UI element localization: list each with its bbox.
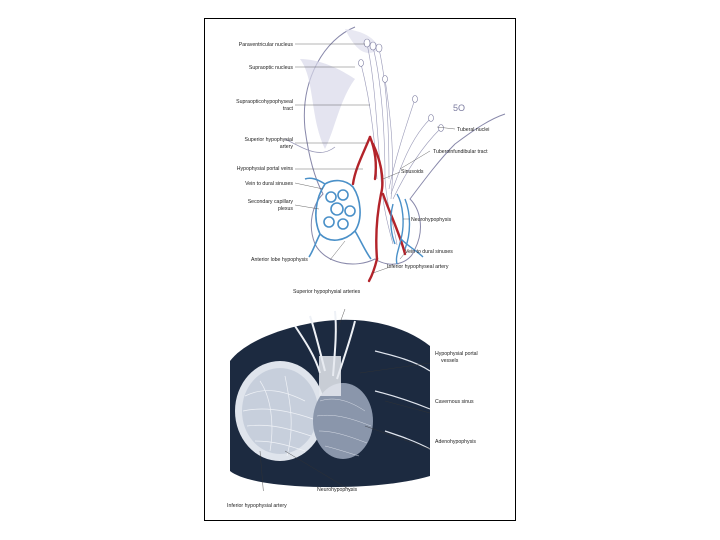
label-supraoptic: Supraoptic nucleus xyxy=(207,65,293,71)
photo-label-adenohypophysis: Adenohypophysis xyxy=(435,439,476,445)
brain-shading xyxy=(300,59,355,149)
photo-label-inferior-hyp: Inferior hypophysial artery xyxy=(227,503,287,509)
label-sinusoids: Sinusoids xyxy=(401,169,424,175)
label-vein-dural-right: Vein to dural sinuses xyxy=(405,249,453,255)
capillary-plexus xyxy=(305,178,371,259)
photo-label-superior-hyp: Superior hypophysial arteries xyxy=(293,289,360,295)
photo-label-cavernous: Cavernous sinus xyxy=(435,399,474,405)
micrograph-image xyxy=(225,301,435,491)
label-paraventricular: Paraventricular nucleus xyxy=(207,42,293,48)
label-vein-dural-left: Vein to dural sinuses xyxy=(207,181,293,187)
label-hyp-portal-veins: Hypophysial portal veins xyxy=(207,166,293,172)
figure-panel: 5O xyxy=(204,18,516,521)
label-tuberoinfundibular: Tuberoinfundibular tract xyxy=(433,149,488,155)
svg-text:5O: 5O xyxy=(453,103,465,113)
label-superior-hyp-artery: Superior hypophysial xyxy=(207,137,293,143)
label-secondary-plexus-2: plexus xyxy=(207,206,293,212)
label-supraopticohypophyseal-2: tract xyxy=(207,106,293,112)
photo-label-portal-vessels-2: vessels xyxy=(441,358,458,364)
label-anterior-lobe: Anterior lobe hypophysis xyxy=(251,257,308,263)
photo-label-neurohypophysis: Neurohypophysis xyxy=(317,487,357,493)
photo-label-portal-vessels: Hypophysial portal xyxy=(435,351,478,357)
label-inferior-hyp-top: Inferior hypophyseal artery xyxy=(387,264,448,270)
label-superior-hyp-artery-2: artery xyxy=(207,144,293,150)
label-neurohypophysis-top: Neurohypophysis xyxy=(411,217,451,223)
label-tuberal-nuclei: Tuberal nuclei xyxy=(457,127,489,133)
label-secondary-plexus: Secondary capillary xyxy=(207,199,293,205)
label-supraopticohypophyseal: Supraopticohypophyseal xyxy=(207,99,293,105)
brain-outline xyxy=(304,27,505,264)
